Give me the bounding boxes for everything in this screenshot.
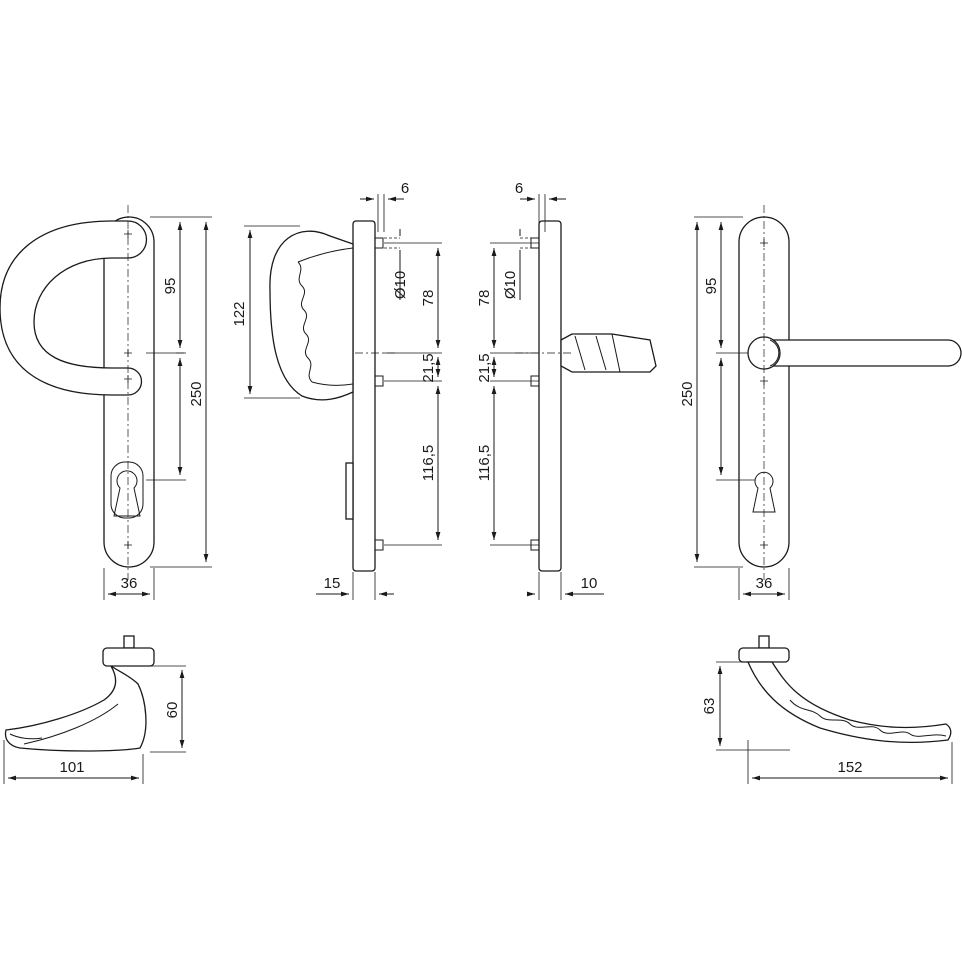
dim-250: 250 xyxy=(188,381,205,406)
dim-15: 15 xyxy=(324,575,341,592)
lever-side-screws xyxy=(530,237,540,551)
dim-6-right: 6 xyxy=(515,180,523,197)
lever-spindle xyxy=(758,635,770,649)
dim-6-left: 6 xyxy=(401,180,409,197)
dim-95-right: 95 xyxy=(703,278,720,295)
knob-rose xyxy=(102,647,155,667)
lever-arm-profile xyxy=(747,661,952,743)
dim-122: 122 xyxy=(231,301,248,326)
dim-78-left: 78 xyxy=(420,290,437,307)
lever-stub xyxy=(560,333,657,373)
knob-side-profile xyxy=(269,230,354,401)
lock-body xyxy=(345,462,354,520)
view-front-lever-plate: 95 250 36 xyxy=(679,205,962,600)
dim-10: 10 xyxy=(581,575,598,592)
view-side-knob: 122 15 xyxy=(231,220,395,600)
dim-152: 152 xyxy=(837,759,862,776)
lever-side-plate xyxy=(538,220,562,572)
dim-21-5-left: 21,5 xyxy=(420,353,437,382)
dim-250-right: 250 xyxy=(679,381,696,406)
knob-spindle xyxy=(123,635,135,649)
knob-arm-profile xyxy=(4,665,147,752)
view-front-knob-plate: 95 250 36 xyxy=(0,205,212,600)
lever-cylinder-cutout xyxy=(752,471,776,513)
cylinder-cutout xyxy=(113,470,141,517)
view-section-knob-side: 6 Ø10 78 21,5 116,5 xyxy=(360,180,442,546)
side-plate xyxy=(352,220,376,572)
view-lever-profile: 63 152 xyxy=(701,635,953,784)
lever-rose xyxy=(738,647,790,663)
dim-36-left: 36 xyxy=(121,575,138,592)
dim-dia10-right: Ø10 xyxy=(502,271,519,299)
view-section-lever-side: 6 Ø10 78 21,5 116,5 10 xyxy=(476,180,657,600)
dim-101: 101 xyxy=(59,759,84,776)
cylinder-rosette xyxy=(110,461,144,519)
lever-grip-waves xyxy=(789,699,947,737)
lever-arm xyxy=(761,339,962,367)
view-knob-profile: 60 101 xyxy=(3,635,186,784)
dim-95: 95 xyxy=(162,278,179,295)
dim-36-right: 36 xyxy=(756,575,773,592)
knob-grip-waves xyxy=(297,261,313,383)
dim-116-5-right: 116,5 xyxy=(476,445,493,481)
dim-dia10-left: Ø10 xyxy=(392,271,409,299)
dim-60: 60 xyxy=(164,702,181,719)
dim-63: 63 xyxy=(701,698,718,715)
dim-21-5-right: 21,5 xyxy=(476,353,493,382)
side-screws xyxy=(374,237,384,551)
dim-78-right: 78 xyxy=(476,290,493,307)
dim-116-5-left: 116,5 xyxy=(420,445,437,481)
